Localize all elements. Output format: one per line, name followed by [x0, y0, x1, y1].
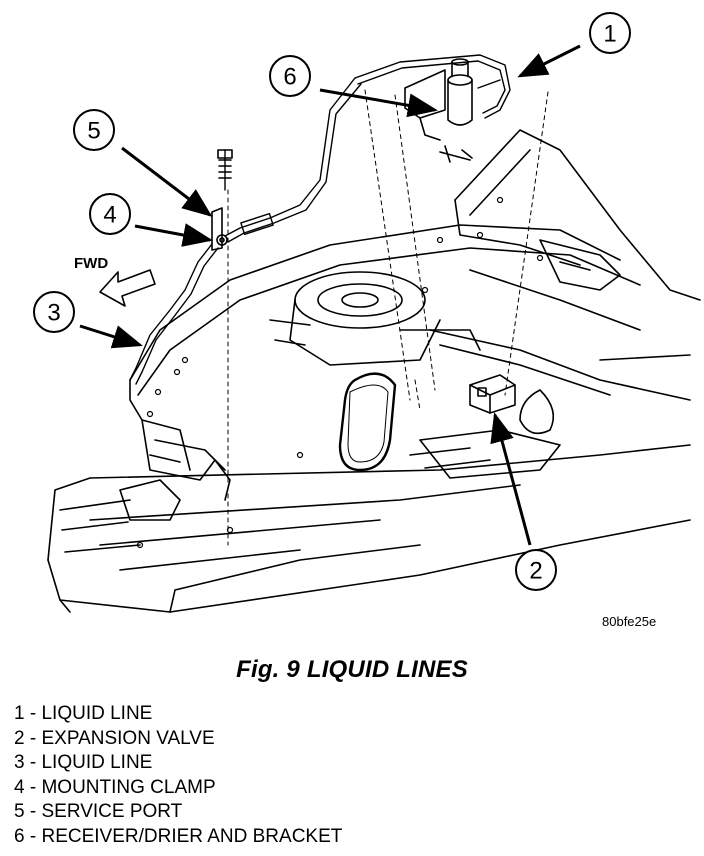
legend-list: 1 - LIQUID LINE 2 - EXPANSION VALVE 3 - …: [14, 702, 342, 849]
mounting-holes: [136, 196, 544, 549]
callout-3-circle: [33, 291, 75, 333]
legend-text: SERVICE PORT: [41, 801, 183, 822]
liquid-line-service: [224, 77, 362, 243]
callout-3-label: 3: [47, 300, 60, 327]
callout-1-leader: [517, 44, 581, 78]
fwd-label: FWD: [74, 255, 108, 272]
callout-4-circle: [89, 193, 131, 235]
engine-compartment-illustration: 1 2 3 4 5 6 FWD: [33, 12, 701, 613]
legend-item: 3 - LIQUID LINE: [14, 752, 153, 773]
legend-number: 4: [14, 776, 25, 798]
legend-number: 2: [14, 727, 25, 749]
fender-panel: [119, 224, 641, 521]
callout-4-leader: [134, 223, 213, 247]
legend-text: EXPANSION VALVE: [41, 727, 215, 749]
fwd-arrow: [99, 269, 156, 307]
callout-6-label: 6: [283, 64, 296, 91]
service-port-clamp: [211, 149, 233, 251]
liquid-line-3: [129, 243, 219, 385]
callout-2-label: 2: [529, 558, 542, 585]
legend-text: RECEIVER/DRIER AND BRACKET: [41, 825, 343, 847]
image-code: 80bfe25e: [602, 614, 657, 629]
callout-3-leader: [79, 324, 143, 349]
legend-item: 4 - MOUNTING CLAMP: [14, 776, 216, 798]
receiver-drier: [404, 58, 473, 163]
liquid-line-1: [354, 54, 511, 119]
expansion-valve-block: [469, 374, 516, 414]
alignment-lines: [227, 89, 549, 546]
callout-4-label: 4: [103, 202, 116, 229]
access-opening: [338, 372, 397, 472]
legend-item: 2 - EXPANSION VALVE: [14, 727, 215, 749]
legend-number: 6: [14, 825, 25, 847]
legend-number: 5: [14, 801, 25, 822]
callout-5-circle: [73, 109, 115, 151]
legend-number: 1: [14, 703, 25, 724]
callout-5-label: 5: [87, 118, 100, 145]
legend-item: 5 - SERVICE PORT: [14, 801, 183, 822]
legend-item: 6 - RECEIVER/DRIER AND BRACKET: [14, 825, 343, 847]
legend-text: LIQUID LINE: [41, 752, 153, 773]
callout-5-leader: [121, 146, 213, 217]
shock-tower: [269, 271, 481, 366]
callout-1-circle: [589, 12, 631, 54]
callout-1-label: 1: [603, 21, 616, 48]
callout-6-circle: [269, 55, 311, 97]
legend-text: LIQUID LINE: [41, 703, 153, 724]
callout-6-leader: [319, 88, 438, 118]
cowl-structure: [429, 129, 701, 435]
legend-number: 3: [14, 752, 25, 773]
legend-item: 1 - LIQUID LINE: [14, 703, 153, 724]
front-bumper: [47, 429, 691, 613]
figure-caption: Fig. 9 LIQUID LINES: [236, 656, 468, 683]
callout-2-leader: [490, 412, 532, 546]
legend-text: MOUNTING CLAMP: [41, 776, 216, 798]
callout-2-circle: [515, 549, 557, 591]
